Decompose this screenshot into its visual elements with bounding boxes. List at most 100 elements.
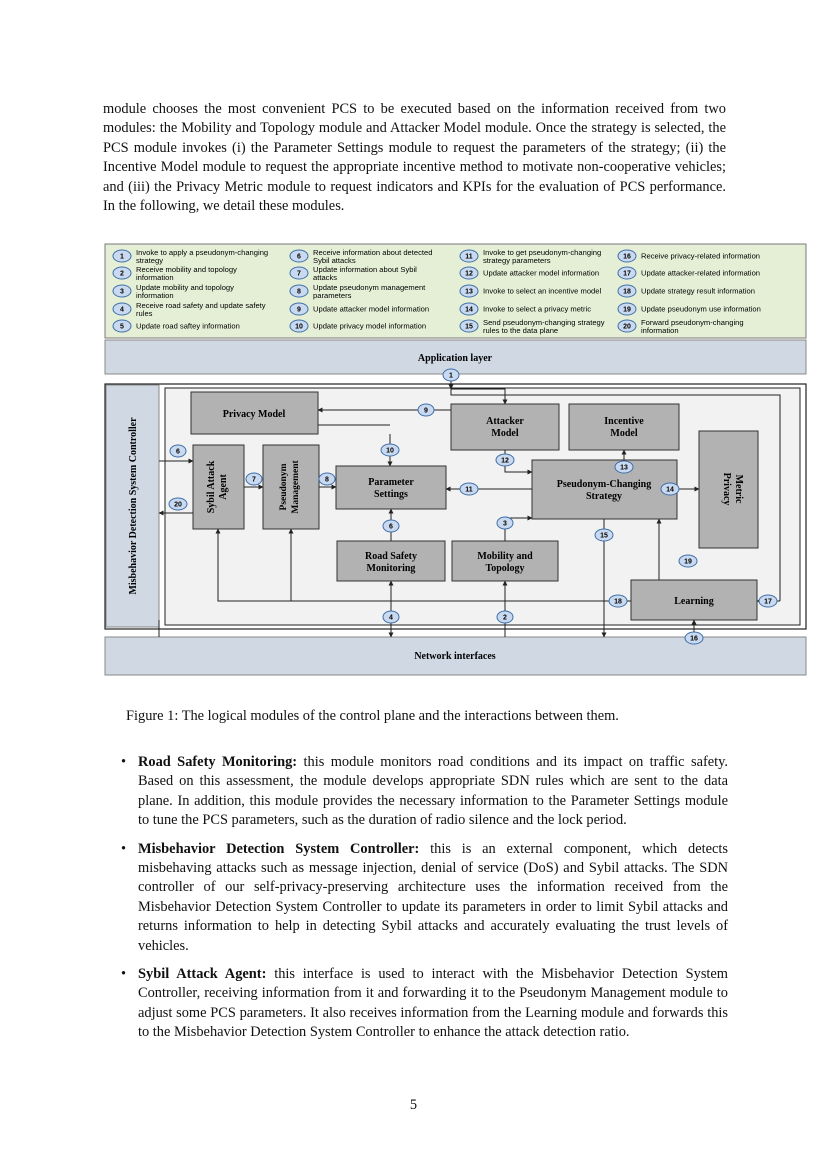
svg-text:4: 4 [389, 615, 393, 622]
legend-badge [289, 249, 309, 263]
badge-4: 4 [382, 610, 400, 624]
legend-badge [459, 319, 479, 333]
bullet-list: • Road Safety Monitoring: this module mon… [118, 753, 728, 1052]
legend-text: attacks [313, 273, 337, 282]
bullet-term: Sybil Attack Agent: [138, 966, 267, 983]
legend-num: 20 [623, 324, 631, 331]
sybil-agent-label-1: Sybil Attack [206, 460, 217, 513]
badge-14: 14 [660, 482, 680, 496]
bullet-term: Misbehavior Detection System Controller: [138, 840, 420, 857]
legend-badge [289, 266, 309, 280]
mds-controller-box [105, 384, 160, 628]
bullet-text: this interface is used to interact with … [138, 966, 728, 1041]
legend-num: 8 [297, 289, 301, 296]
learning-label: Learning [674, 596, 713, 607]
sybil-agent-label-2: Agent [218, 474, 229, 500]
badge-1: 1 [442, 368, 460, 382]
pseudonym-mgmt-box [262, 444, 320, 530]
svg-text:16: 16 [690, 636, 698, 643]
pcs-label-1: Pseudonym-Changing [557, 479, 651, 490]
legend-item-15: 15 Send pseudonym-changing strategyrules … [459, 318, 605, 335]
legend-text: strategy [136, 256, 163, 265]
legend-num: 11 [465, 254, 473, 261]
legend-num: 3 [120, 289, 124, 296]
legend-text: Sybil attacks [313, 256, 356, 265]
badge-17: 17 [758, 594, 778, 608]
legend-num: 18 [623, 289, 631, 296]
privacy-metric-label-1: Privacy [721, 473, 732, 506]
legend-badge [459, 266, 479, 280]
network-interfaces-label: Network interfaces [414, 651, 495, 662]
legend-text: rules to the data plane [483, 326, 558, 335]
application-layer-box [104, 339, 807, 375]
legend-num: 9 [297, 307, 301, 314]
legend-text: Update information about Sybil [313, 265, 417, 274]
incentive-model-label-2: Model [610, 428, 637, 439]
svg-text:2: 2 [503, 615, 507, 622]
legend-text: strategy parameters [483, 256, 551, 265]
road-safety-label-2: Monitoring [367, 563, 416, 574]
svg-text:6: 6 [176, 449, 180, 456]
legend-num: 12 [465, 271, 473, 278]
sybil-agent-box [192, 444, 245, 530]
legend-badge [112, 249, 132, 263]
pseudonym-mgmt-label-2: Management [291, 460, 301, 514]
legend-num: 7 [297, 271, 301, 278]
attacker-model-label-2: Model [491, 428, 518, 439]
badge-6b: 6 [382, 519, 400, 533]
legend-badge [459, 302, 479, 316]
svg-text:7: 7 [252, 477, 256, 484]
legend-badge [289, 302, 309, 316]
legend-badge [617, 302, 637, 316]
badge-16: 16 [684, 631, 704, 645]
bullet-dot: • [121, 754, 127, 770]
legend-num: 14 [465, 307, 473, 314]
legend-text: Send pseudonym-changing strategy [483, 318, 605, 327]
bullet-dot: • [121, 966, 127, 983]
legend-badge [617, 266, 637, 280]
pseudonym-mgmt-label-1: Pseudonym [279, 463, 289, 510]
legend-text: Forward pseudonym-changing [641, 318, 744, 327]
legend-badge [112, 319, 132, 333]
svg-text:1: 1 [449, 373, 453, 380]
legend-text: Update road saftey information [136, 322, 240, 331]
svg-text:17: 17 [764, 599, 772, 606]
legend-text: information [136, 291, 174, 300]
legend-text: Update privacy model information [313, 322, 426, 331]
legend-num: 15 [465, 324, 473, 331]
legend-num: 17 [623, 271, 631, 278]
bullet-term: Road Safety Monitoring: [138, 754, 298, 770]
svg-text:11: 11 [465, 487, 473, 494]
svg-text:13: 13 [620, 465, 628, 472]
intro-paragraph: module chooses the most convenient PCS t… [103, 101, 726, 215]
badge-15: 15 [594, 528, 614, 542]
bullet-text: this module monitors road conditions and… [138, 754, 728, 829]
figure-caption: Figure 1: The logical modules of the con… [126, 708, 619, 724]
attacker-model-box [450, 403, 560, 451]
legend-num: 4 [120, 307, 124, 314]
legend-text: Update strategy result information [641, 287, 755, 296]
legend-text: Update pseudonym management [313, 283, 426, 292]
legend-text: Update pseudonym use information [641, 305, 761, 314]
privacy-model-box [190, 391, 319, 435]
parameter-settings-label-1: Parameter [368, 477, 414, 488]
svg-text:10: 10 [386, 448, 394, 455]
legend-text: Receive privacy-related information [641, 252, 760, 261]
mobility-label-1: Mobility and [477, 551, 533, 562]
svg-text:12: 12 [501, 458, 509, 465]
legend-text: Update attacker-related information [641, 269, 760, 278]
page-number: 5 [409, 1097, 418, 1113]
legend-text: information [641, 326, 679, 335]
application-layer-label: Application layer [418, 353, 493, 364]
legend-badge [617, 319, 637, 333]
